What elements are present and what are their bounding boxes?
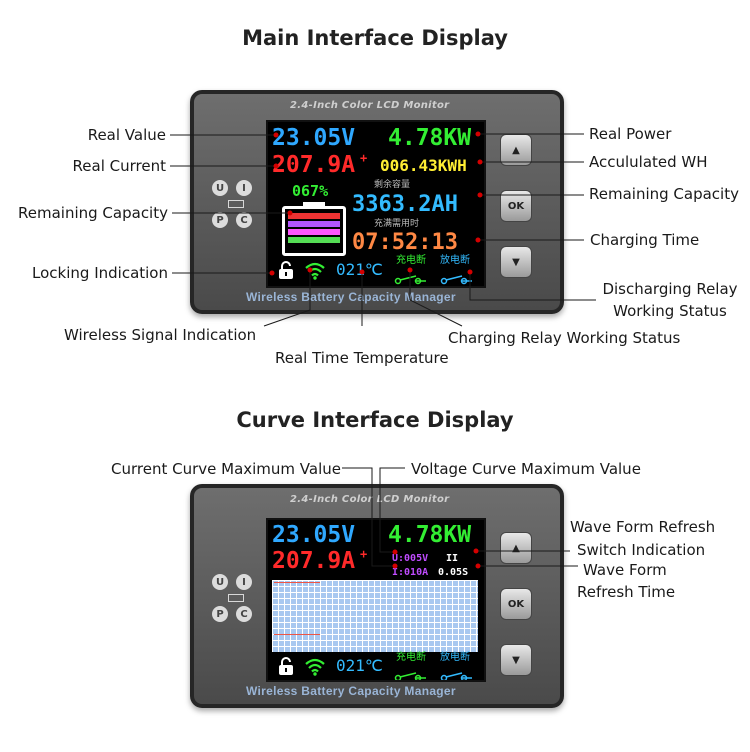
- energy-readout: 006.43KWH: [380, 156, 467, 175]
- current-curve-max: I:010A: [392, 567, 429, 578]
- waveform-grid: [272, 580, 478, 652]
- label-discharging-relay-2: Working Status: [613, 302, 727, 320]
- battery-small-icon: [228, 200, 244, 208]
- device-top-banner: 2.4-Inch Color LCD Monitor: [290, 100, 450, 111]
- ok-button[interactable]: OK: [500, 190, 532, 222]
- refresh-time: 0.05S: [438, 567, 469, 578]
- capacity-readout: 3363.2AH: [352, 192, 458, 217]
- time-title: 充满需用时: [374, 219, 420, 229]
- remaining-title: 剩余容量: [374, 180, 411, 190]
- lock-icon: [276, 656, 296, 676]
- main-interface-title: Main Interface Display: [242, 26, 508, 50]
- label-wave-refresh-2: Switch Indication: [577, 541, 706, 559]
- wireless-icon: [304, 260, 326, 280]
- p-icon: P: [212, 212, 228, 228]
- voltage-curve-max: U:005V: [392, 553, 429, 564]
- voltage-readout: 23.05V: [272, 522, 356, 548]
- ok-button[interactable]: OK: [500, 588, 532, 620]
- label-remaining-capacity-left: Remaining Capacity: [18, 204, 168, 222]
- label-wave-refresh-1: Wave Form Refresh: [570, 518, 716, 536]
- discharge-relay-icon: [440, 667, 474, 680]
- power-readout: 4.78KW: [388, 522, 472, 548]
- label-wireless-signal: Wireless Signal Indication: [64, 326, 257, 344]
- label-real-value: Real Value: [87, 126, 166, 144]
- u-icon: U: [212, 180, 228, 196]
- discharge-relay-status: 放电断: [440, 652, 470, 663]
- charge-relay-icon: [394, 270, 428, 285]
- label-locking-indication: Locking Indication: [32, 264, 168, 282]
- label-real-power: Real Power: [589, 125, 672, 143]
- label-remaining-capacity-right: Remaining Capacity: [589, 185, 739, 203]
- i-icon: I: [236, 574, 252, 590]
- c-icon: C: [236, 212, 252, 228]
- temperature-readout: 021℃: [336, 260, 383, 279]
- curve-screen: 23.05V 4.78KW 207.9A + U:005V II I:010A …: [266, 518, 486, 682]
- curve-interface-title: Curve Interface Display: [236, 408, 514, 432]
- down-button[interactable]: ▼: [500, 644, 532, 676]
- charge-relay-status: 充电断: [396, 255, 426, 266]
- charge-relay-icon: [394, 667, 428, 680]
- charge-relay-status: 充电断: [396, 652, 426, 663]
- voltage-readout: 23.05V: [272, 125, 356, 151]
- i-icon: I: [236, 180, 252, 196]
- down-button[interactable]: ▼: [500, 246, 532, 278]
- discharge-relay-status: 放电断: [440, 255, 470, 266]
- up-button[interactable]: ▲: [500, 532, 532, 564]
- label-current-curve-max: Current Curve Maximum Value: [111, 460, 341, 478]
- current-sign: +: [360, 151, 368, 165]
- label-charging-relay: Charging Relay Working Status: [448, 329, 681, 347]
- label-voltage-curve-max: Voltage Curve Maximum Value: [411, 460, 641, 478]
- power-readout: 4.78KW: [388, 125, 472, 151]
- current-sign: +: [360, 547, 368, 561]
- curve-device: 2.4-Inch Color LCD Monitor Wireless Batt…: [190, 484, 564, 708]
- current-readout: 207.9A: [272, 152, 356, 178]
- device-bottom-banner: Wireless Battery Capacity Manager: [246, 684, 456, 698]
- label-real-current: Real Current: [72, 157, 166, 175]
- label-wave-time-2: Refresh Time: [577, 583, 676, 601]
- up-button[interactable]: ▲: [500, 134, 532, 166]
- main-screen: 23.05V 4.78KW 207.9A + 006.43KWH 067% 剩余…: [266, 120, 486, 288]
- main-device: 2.4-Inch Color LCD Monitor Wireless Batt…: [190, 90, 564, 314]
- wireless-icon: [304, 656, 326, 676]
- battery-small-icon: [228, 594, 244, 602]
- label-wave-time-1: Wave Form: [583, 561, 667, 579]
- device-top-banner: 2.4-Inch Color LCD Monitor: [290, 494, 450, 505]
- discharge-relay-icon: [440, 270, 474, 285]
- label-accumulated-wh: Accululated WH: [589, 153, 708, 171]
- u-icon: U: [212, 574, 228, 590]
- lock-icon: [276, 260, 296, 280]
- label-discharging-relay-1: Discharging Relay: [602, 280, 738, 298]
- label-charging-time: Charging Time: [590, 231, 700, 249]
- label-real-time-temperature: Real Time Temperature: [275, 349, 449, 367]
- pause-icon: II: [446, 553, 459, 564]
- p-icon: P: [212, 606, 228, 622]
- c-icon: C: [236, 606, 252, 622]
- battery-icon: [282, 202, 346, 256]
- temperature-readout: 021℃: [336, 656, 383, 675]
- charge-time-readout: 07:52:13: [352, 230, 458, 255]
- percent-readout: 067%: [292, 182, 329, 200]
- current-readout: 207.9A: [272, 548, 356, 574]
- device-bottom-banner: Wireless Battery Capacity Manager: [246, 290, 456, 304]
